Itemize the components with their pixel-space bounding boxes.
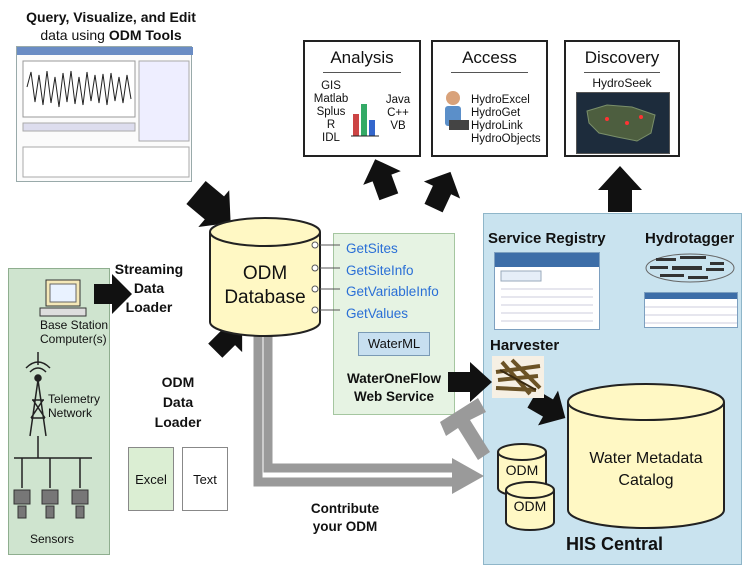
odm-cylinder-front-label: ODM <box>513 498 547 514</box>
method-getsiteinfo[interactable]: GetSiteInfo <box>346 262 414 278</box>
base-station-line1: Base Station <box>40 318 109 332</box>
analysis-item-vb: VB <box>390 120 406 132</box>
analysis-title: Analysis <box>330 48 394 67</box>
discovery-title-rule <box>584 72 660 73</box>
sensor-icons <box>13 489 89 519</box>
his-central-title: HIS Central <box>566 534 664 554</box>
hydroseek-map-art <box>586 104 656 142</box>
odm-small-cylinder-front <box>505 481 555 531</box>
service-registry-label: Service Registry <box>488 230 606 247</box>
web-service-label: WaterOneFlow Web Service <box>334 370 454 406</box>
analysis-left-list: GIS Matlab Splus R IDL <box>311 80 351 145</box>
odm-database-cylinder <box>209 217 321 337</box>
streaming-data-loader-label: Streaming Data Loader <box>112 260 186 317</box>
access-item-hydrolink: HydroLink <box>471 120 523 132</box>
discovery-box: Discovery HydroSeek <box>564 40 680 157</box>
analysis-item-r: R <box>326 119 336 131</box>
access-box: Access HydroExcel HydroGet HydroLink Hyd… <box>431 40 548 157</box>
catalog-cylinder <box>567 383 725 529</box>
telemetry-line1: Telemetry <box>48 392 101 406</box>
odm-data-loader-line1: ODM <box>161 374 195 390</box>
access-list: HydroExcel HydroGet HydroLink HydroObjec… <box>471 94 549 146</box>
contribute-line1: Contribute <box>310 501 380 516</box>
access-title: Access <box>462 48 517 67</box>
catalog-line1: Water Metadata <box>589 450 703 467</box>
method-getvariableinfo[interactable]: GetVariableInfo <box>346 284 439 299</box>
web-method-connectors <box>311 241 340 314</box>
contribute-gray-arrows <box>253 335 455 487</box>
access-item-hydroexcel: HydroExcel <box>471 94 530 106</box>
bar-chart-icon <box>351 104 379 137</box>
analysis-box: Analysis GIS Matlab Splus R IDL Java C++… <box>303 40 421 157</box>
web-methods-list: GetSites GetSiteInfo GetVariableInfo Get… <box>346 238 456 324</box>
hydrotagger-table-art <box>645 293 737 324</box>
catalog-label: Water Metadata Catalog <box>570 448 722 492</box>
waterml-badge: WaterML <box>358 332 430 356</box>
analysis-item-idl: IDL <box>322 132 340 144</box>
analysis-item-gis: GIS <box>321 80 341 92</box>
analysis-item-matlab: Matlab <box>313 93 349 105</box>
service-registry-screenshot <box>494 252 600 330</box>
odm-database-label: ODM Database <box>210 262 320 310</box>
discovery-title: Discovery <box>584 48 660 67</box>
tools-caption-line2-pre: data using <box>40 27 109 43</box>
catalog-line2: Catalog <box>618 472 674 489</box>
access-item-hydroget: HydroGet <box>471 107 521 119</box>
gray-arrow-diag <box>440 398 490 460</box>
excel-file: Excel <box>128 447 174 511</box>
method-getvalues[interactable]: GetValues <box>346 305 409 321</box>
service-registry-table-art <box>500 270 593 322</box>
service-registry-header-bar <box>495 253 599 267</box>
contribute-line2: your ODM <box>312 519 378 534</box>
black-arrows <box>94 159 642 426</box>
streaming-line2: Data <box>133 280 165 296</box>
hydrotagger-cloud <box>645 253 735 283</box>
contribute-arrowhead <box>452 458 484 494</box>
telemetry-line2: Network <box>48 406 93 420</box>
hydroseek-map <box>576 92 670 154</box>
tools-caption-line1: Query, Visualize, and Edit <box>26 9 196 25</box>
analysis-right-list: Java C++ VB <box>381 94 415 133</box>
base-station-line2: Computer(s) <box>40 332 107 346</box>
contribute-label: Contribute your ODM <box>300 500 390 536</box>
web-service-panel <box>333 233 455 415</box>
web-service-line1: WaterOneFlow <box>346 371 441 386</box>
odm-cylinder-back-label: ODM <box>505 462 539 478</box>
odm-data-loader-line3: Loader <box>154 414 202 430</box>
user-laptop-icon <box>445 91 469 130</box>
odm-tools-screenshot-art <box>17 47 193 178</box>
harvester-label: Harvester <box>490 337 560 354</box>
analysis-title-rule <box>323 72 401 73</box>
analysis-item-splus: Splus <box>316 106 346 118</box>
sensors-label: Sensors <box>30 532 75 546</box>
excel-label: Excel <box>135 472 167 487</box>
odm-tools-screenshot <box>16 46 193 182</box>
odm-data-loader-line2: Data <box>162 394 194 410</box>
odm-database-line1: ODM <box>242 263 288 284</box>
streaming-line1: Streaming <box>114 261 184 277</box>
streaming-line3: Loader <box>125 299 173 315</box>
access-title-rule <box>451 72 528 73</box>
text-file: Text <box>182 447 228 511</box>
discovery-subtitle: HydroSeek <box>592 76 652 90</box>
harvester-image <box>492 356 544 398</box>
hydrotagger-label: Hydrotagger <box>645 230 735 247</box>
text-label: Text <box>193 472 217 487</box>
analysis-item-cpp: C++ <box>387 107 409 119</box>
computer-icon <box>39 279 87 317</box>
telemetry-label: Telemetry Network <box>48 392 108 420</box>
hydrotagger-table <box>644 292 738 328</box>
tools-caption-line2: data using ODM Tools <box>6 26 216 44</box>
odm-database-line2: Database <box>224 287 306 308</box>
analysis-item-java: Java <box>385 94 411 106</box>
web-service-line2: Web Service <box>353 389 435 404</box>
odm-data-loader-label: ODM Data Loader <box>138 372 218 432</box>
access-item-hydroobjects: HydroObjects <box>471 133 541 145</box>
method-getsites[interactable]: GetSites <box>346 241 398 256</box>
telemetry-tower-icon <box>14 352 92 488</box>
base-station-label: Base Station Computer(s) <box>40 318 110 346</box>
tools-caption: Query, Visualize, and Edit data using OD… <box>6 8 216 44</box>
tools-caption-line2-bold: ODM Tools <box>108 27 182 43</box>
